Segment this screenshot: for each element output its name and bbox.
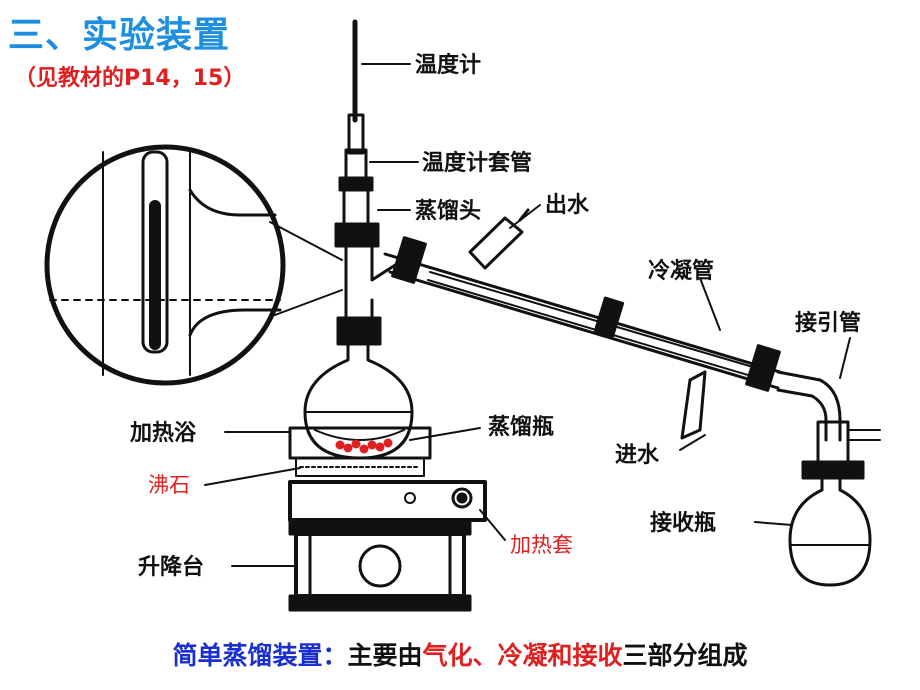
label-thermometer-sleeve: 温度计套管 (422, 150, 532, 176)
label-water-out: 出水 (545, 192, 590, 218)
condenser (383, 208, 782, 440)
boiling-chips (335, 438, 393, 454)
label-condenser: 冷凝管 (648, 258, 714, 284)
thermometer (334, 19, 380, 248)
label-thermometer: 温度计 (415, 52, 481, 78)
label-lab-jack: 升降台 (138, 554, 204, 580)
adapter (776, 370, 881, 464)
caption-part-7: 接收 (572, 641, 623, 670)
caption-part-4: 、 (472, 641, 498, 670)
label-distilling-flask: 蒸馏瓶 (488, 414, 554, 440)
label-heating-bath: 加热浴 (129, 420, 197, 446)
caption-part-8: 三部分组成 (622, 641, 748, 670)
label-leader-lines (204, 63, 851, 567)
heating-mantle (288, 480, 487, 522)
label-distilling-head: 蒸馏头 (415, 198, 481, 224)
caption-part-1: 简单蒸馏装置： (172, 641, 348, 670)
heating-bath (288, 426, 432, 477)
slide-title: 三、实验装置 (8, 15, 231, 56)
label-water-in: 进水 (615, 442, 660, 468)
caption-part-5: 冷凝 (497, 641, 548, 670)
magnified-inset (44, 144, 343, 386)
distilling-head (336, 244, 402, 346)
label-receiving-flask: 接收瓶 (650, 510, 716, 536)
label-adapter: 接引管 (795, 310, 861, 336)
label-boiling-chips: 沸石 (148, 473, 190, 497)
receiving-flask (788, 460, 872, 587)
label-heating-mantle: 加热套 (510, 533, 573, 557)
distillation-apparatus-diagram: 温度计 温度计套管 蒸馏头 出水 冷凝管 接引管 加热浴 蒸馏瓶 沸石 进水 接… (44, 19, 881, 612)
lab-jack (288, 518, 472, 612)
caption-part-6: 和 (547, 641, 573, 670)
slide-caption: 简单蒸馏装置：主要由气化、冷凝和接收三部分组成 (0, 636, 920, 672)
slide-subtitle: （见教材的P14，15） (14, 66, 246, 91)
caption-part-2: 主要由 (347, 641, 423, 670)
caption-part-3: 气化 (422, 641, 473, 670)
